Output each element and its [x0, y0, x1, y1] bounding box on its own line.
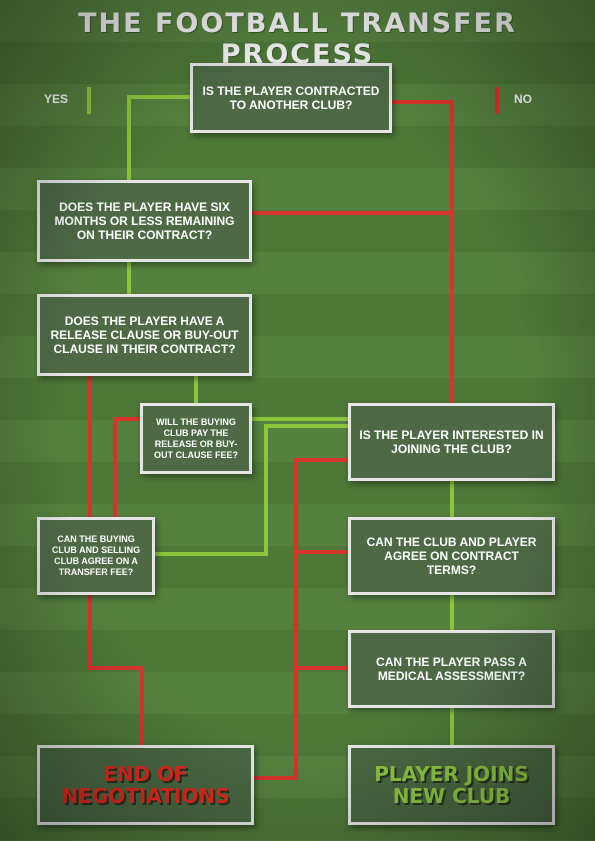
connector-no-fee — [88, 593, 144, 747]
connector-yes-contracted — [127, 95, 192, 182]
node-contract-terms: CAN THE CLUB AND PLAYER AGREE ON CONTRAC… — [348, 517, 555, 595]
node-agree-transfer-fee: CAN THE BUYING CLUB AND SELLING CLUB AGR… — [37, 517, 155, 595]
node-player-joins-club: PLAYER JOINS NEW CLUB — [348, 745, 555, 825]
node-end-of-negotiations: END OF NEGOTIATIONS — [37, 745, 254, 825]
node-six-months-remaining: DOES THE PLAYER HAVE SIX MONTHS OR LESS … — [37, 180, 252, 262]
node-medical-assessment: CAN THE PLAYER PASS A MEDICAL ASSESSMENT… — [348, 630, 555, 708]
legend-no-label: NO — [514, 92, 532, 106]
connector-no-chain — [252, 458, 350, 780]
node-player-contracted: IS THE PLAYER CONTRACTED TO ANOTHER CLUB… — [190, 63, 392, 133]
node-player-interested: IS THE PLAYER INTERESTED IN JOINING THE … — [348, 403, 555, 481]
connector-no-pay — [113, 417, 142, 519]
legend-yes-label: YES — [44, 92, 69, 106]
page-title: THE FOOTBALL TRANSFER PROCESS — [78, 8, 517, 70]
connector-yes-fee — [153, 424, 350, 556]
node-pay-release-fee: WILL THE BUYING CLUB PAY THE RELEASE OR … — [140, 403, 252, 474]
connector-no-contracted — [390, 100, 454, 405]
node-release-clause: DOES THE PLAYER HAVE A RELEASE CLAUSE OR… — [37, 294, 252, 376]
